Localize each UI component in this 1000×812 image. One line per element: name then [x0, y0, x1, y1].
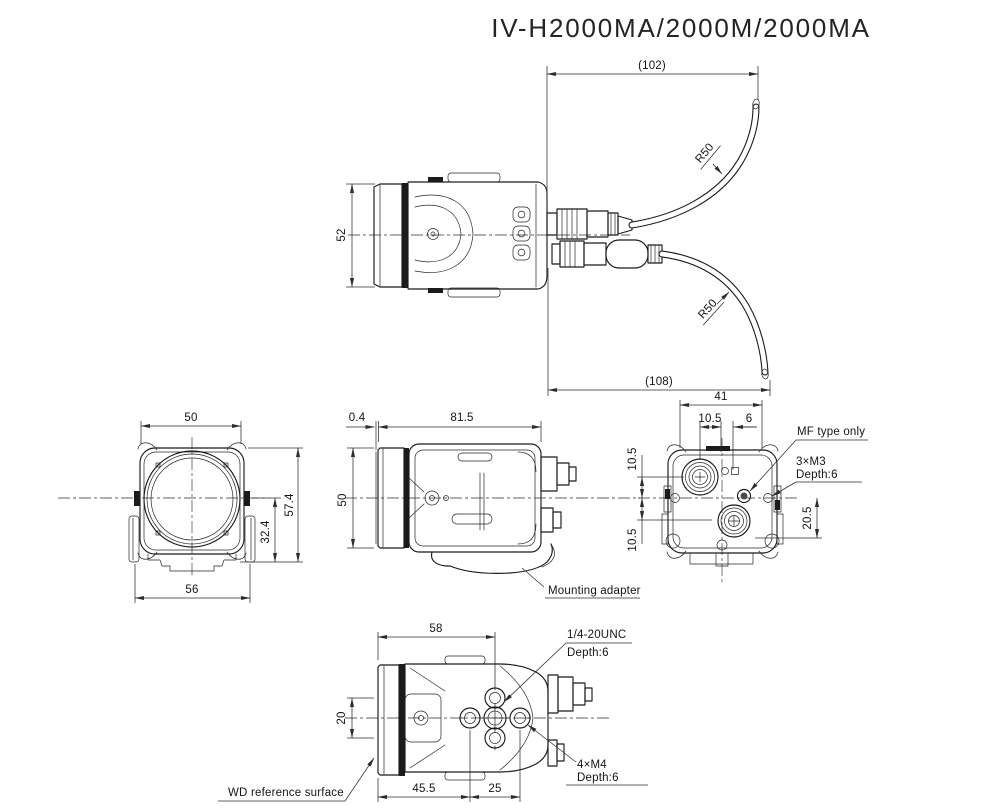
lower-connector [551, 239, 663, 269]
svg-text:57.4: 57.4 [284, 493, 296, 517]
svg-text:10.5: 10.5 [698, 413, 721, 425]
lens-bezel [143, 450, 241, 548]
svg-text:WD reference surface: WD reference surface [228, 787, 344, 799]
dim-front-height-half: 32.4 [252, 497, 281, 563]
mounting-adapter-label: Mounting adapter [521, 567, 641, 599]
svg-text:R50: R50 [696, 297, 719, 321]
svg-text:50: 50 [184, 412, 197, 424]
svg-text:56: 56 [185, 584, 198, 596]
svg-text:0.4: 0.4 [349, 412, 366, 424]
wd-reference-label: WD reference surface [218, 757, 375, 802]
bottom-view: 58 20 45.5 25 1/4-20UNC Depth:6 4×M4 D [218, 623, 648, 802]
dim-bottom-holes: 20 [336, 697, 374, 739]
svg-text:R50: R50 [693, 141, 716, 165]
lower-connector-stub [540, 507, 554, 533]
svg-text:32.4: 32.4 [260, 520, 272, 544]
svg-text:3×M3: 3×M3 [796, 456, 826, 468]
connector-stub-upper [547, 674, 593, 714]
svg-text:10.5: 10.5 [627, 528, 639, 551]
svg-text:(102): (102) [638, 60, 666, 72]
dim-cable-top-length: (102) [546, 60, 759, 208]
dim-front-height-full: 57.4 [240, 447, 303, 563]
svg-text:1/4-20UNC: 1/4-20UNC [567, 629, 626, 641]
connector-circle-main [681, 458, 719, 496]
vent-hole [721, 467, 729, 475]
svg-text:4×M4: 4×M4 [577, 759, 607, 771]
cable-side-view: (102) (108) 52 R50 R50 [336, 60, 771, 396]
side-tab-left [134, 491, 140, 506]
svg-text:52: 52 [336, 228, 348, 241]
dim-front-width-top: 50 [140, 412, 242, 444]
svg-text:Depth:6: Depth:6 [567, 647, 609, 659]
dim-rear-width: 41 [679, 391, 763, 448]
rear-view: 41 10.5 6 10.5 10.5 20.5 M [627, 391, 868, 585]
sensor-body [407, 181, 548, 290]
svg-text:(108): (108) [645, 376, 673, 388]
drawing-title: IV-H2000MA/2000M/2000MA [491, 13, 871, 43]
dim-bottom-left: 45.5 [377, 730, 471, 802]
m3-screw-bottom [716, 539, 728, 551]
svg-text:20.5: 20.5 [802, 506, 814, 529]
dim-side-height: 50 [337, 447, 374, 549]
front-view: 50 56 57.4 32.4 [58, 412, 303, 603]
mounting-adapter-shape [430, 543, 553, 574]
svg-text:81.5: 81.5 [450, 412, 473, 424]
dim-rear-upper-lower: 10.5 10.5 [627, 447, 712, 552]
connector-stub-lower [547, 739, 565, 767]
mf-type-label: MF type only [749, 426, 868, 492]
svg-text:20: 20 [336, 711, 348, 724]
side-tab-right [244, 491, 250, 506]
dim-cable-bottom-length: (108) [547, 268, 771, 396]
vent-square [731, 467, 739, 475]
svg-text:45.5: 45.5 [412, 783, 435, 795]
m3-label: 3×M3 Depth:6 [771, 456, 862, 497]
mounting-foot [147, 553, 237, 572]
dim-bottom-length: 58 [377, 623, 496, 686]
svg-text:MF type only: MF type only [797, 426, 865, 438]
svg-text:58: 58 [429, 623, 442, 635]
svg-text:Mounting adapter: Mounting adapter [548, 585, 641, 597]
lens [150, 457, 234, 541]
lens-barrel [373, 183, 403, 288]
dim-rear-offsets: 10.5 6 [698, 413, 757, 470]
upper-connector-stub [540, 456, 558, 492]
dim-side-length: 81.5 [378, 412, 542, 442]
unc-label: 1/4-20UNC Depth:6 [503, 629, 632, 703]
sensor-body [408, 443, 542, 553]
dim-rear-right: 20.5 [755, 497, 822, 539]
bend-radius-bottom: R50 [696, 291, 730, 326]
mf-screw [736, 488, 752, 504]
dim-bottom-pitch: 25 [469, 730, 521, 802]
barrel-band [402, 183, 408, 288]
dim-side-offset: 0.4 [346, 412, 379, 450]
svg-text:50: 50 [337, 493, 349, 506]
m4-label: 4×M4 Depth:6 [527, 724, 648, 786]
svg-text:6: 6 [746, 413, 753, 425]
svg-text:Depth:6: Depth:6 [577, 772, 619, 784]
svg-text:41: 41 [714, 391, 727, 403]
dim-front-width-bottom: 56 [134, 564, 251, 603]
dim-body-height: 52 [336, 183, 375, 288]
side-view: 0.4 81.5 50 Mounting adapter [337, 412, 641, 599]
connector-circle-lower [717, 504, 751, 538]
m3-screw-right [763, 493, 773, 503]
bend-radius-top: R50 [693, 141, 723, 175]
lens-barrel [377, 664, 400, 776]
upper-connector [546, 208, 633, 240]
svg-text:10.5: 10.5 [627, 447, 639, 470]
svg-text:Depth:6: Depth:6 [796, 469, 838, 481]
svg-text:25: 25 [488, 783, 501, 795]
m3-screw-left [670, 493, 680, 503]
body-outline [667, 449, 778, 554]
